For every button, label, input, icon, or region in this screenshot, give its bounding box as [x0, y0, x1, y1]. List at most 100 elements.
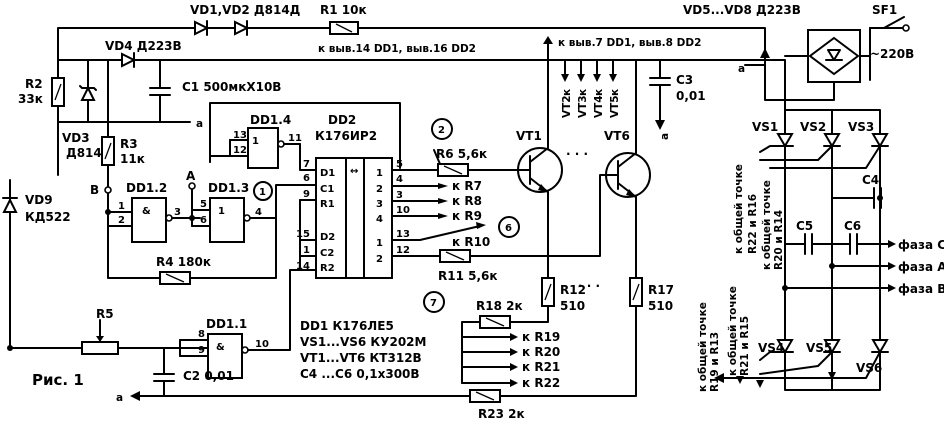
circled-markers: 1 2 6 7	[253, 118, 520, 313]
svg-text:R2: R2	[320, 263, 335, 274]
svg-text:1: 1	[376, 238, 383, 249]
phase-b-label: фаза B	[898, 282, 944, 296]
r12-resistor	[541, 277, 555, 321]
r6-resistor	[433, 149, 519, 177]
svg-text:VT4: VT4	[593, 95, 605, 118]
c3-capacitor	[649, 59, 671, 130]
svg-text:12: 12	[233, 145, 247, 156]
svg-text:13: 13	[233, 130, 247, 141]
r10-label: к R10	[452, 235, 490, 249]
gate-connection-notes: к общей точке R22 и R16 к общей точке R2…	[697, 164, 785, 392]
r3-value: 11к	[120, 152, 145, 166]
gnd-label-2: а	[116, 392, 123, 404]
r1-note: к выв.14 DD1, выв.16 DD2	[318, 43, 476, 55]
dd1-2-gate: & 1 2 3	[107, 197, 201, 243]
svg-text:6: 6	[200, 215, 207, 226]
svg-text:↔: ↔	[350, 166, 358, 177]
r2-resistor	[51, 77, 65, 107]
r21-label: к R21	[522, 360, 560, 374]
svg-text:R22 и R16: R22 и R16	[747, 194, 759, 254]
svg-text:3: 3	[396, 190, 403, 201]
svg-text:4: 4	[255, 207, 262, 218]
svg-text:10: 10	[255, 339, 269, 350]
svg-text:&: &	[142, 206, 151, 217]
vt1-transistor	[517, 141, 563, 279]
dd1-1-label: DD1.1	[206, 317, 247, 331]
svg-text:R20 и R14: R20 и R14	[773, 210, 785, 270]
r11-label: R11 5,6к	[438, 269, 498, 283]
junction-dot	[189, 215, 195, 221]
vd3-zener	[79, 59, 97, 123]
vs2-label: VS2	[800, 120, 826, 134]
vd4-diode	[121, 52, 137, 68]
vd4-label: VD4 Д223В	[105, 39, 182, 53]
r20-label: к R20	[522, 345, 560, 359]
svg-text:VT5: VT5	[609, 95, 621, 118]
svg-text:9: 9	[198, 345, 205, 356]
dd2-left-pins: D1 C1 R1 D2 C2 R2	[320, 168, 335, 274]
vd9-label: VD9	[25, 193, 53, 207]
r12-label: R12	[560, 283, 586, 297]
svg-text:5: 5	[396, 159, 403, 170]
svg-text:15: 15	[296, 229, 310, 240]
sf1-label: SF1	[872, 3, 897, 17]
dd2-label: DD2	[328, 113, 356, 127]
junction-dot	[7, 345, 13, 351]
r23-label: R23 2к	[478, 407, 525, 421]
r18-label: R18 2к	[476, 299, 523, 313]
collector-note: к выв.7 DD1, выв.8 DD2	[558, 37, 701, 49]
r3-label: R3	[120, 137, 138, 151]
c6-label: C6	[844, 219, 861, 233]
vs1-label: VS1	[752, 120, 778, 134]
r2-label: R2	[25, 77, 43, 91]
c3-label: C3	[676, 73, 693, 87]
vd1-vd2-label: VD1,VD2 Д814Д	[190, 3, 300, 17]
r19-label: к R19	[522, 330, 560, 344]
vs3-label: VS3	[848, 120, 874, 134]
vt6-transistor	[605, 141, 651, 279]
svg-text:3: 3	[174, 207, 181, 218]
parts-vt: VT1...VT6 КТ312В	[300, 351, 422, 365]
r9-label: к R9	[452, 209, 482, 223]
parts-c: C4 ...C6 0,1х300В	[300, 367, 420, 381]
dd2-outputs	[419, 183, 486, 241]
svg-text:6: 6	[303, 173, 310, 184]
svg-text:к: к	[593, 89, 605, 96]
vd3-label: VD3	[62, 131, 90, 145]
svg-text:1: 1	[259, 187, 266, 198]
parts-vs: VS1...VS6 КУ202М	[300, 335, 426, 349]
r7-label: к R7	[452, 179, 482, 193]
r4-label: R4 180к	[156, 255, 211, 269]
node-b-marker	[104, 186, 112, 194]
r2-value: 33к	[18, 92, 43, 106]
node-a-label: А	[186, 169, 196, 183]
svg-text:9: 9	[303, 189, 310, 200]
dd1-4-label: DD1.4	[250, 113, 291, 127]
c5-label: C5	[796, 219, 813, 233]
svg-text:4: 4	[376, 214, 383, 225]
vt6-label: VT6	[604, 129, 630, 143]
svg-text:R1: R1	[320, 199, 335, 210]
svg-text:к: к	[577, 89, 589, 96]
gnd-label-1: а	[738, 63, 745, 75]
gnd-label-c3: а	[659, 133, 671, 140]
phase-c-label: фаза C	[898, 238, 944, 252]
vt1-label: VT1	[516, 129, 542, 143]
vd9-diode	[2, 179, 18, 349]
sf1-switch	[869, 16, 910, 32]
vs6-label: VS6	[856, 361, 882, 375]
junction-dot	[105, 209, 111, 215]
svg-text:13: 13	[396, 229, 410, 240]
r12-value: 510	[560, 299, 585, 313]
svg-text:VT2: VT2	[561, 95, 573, 118]
collector-bus	[543, 36, 637, 143]
svg-text:&: &	[216, 342, 225, 353]
r4-resistor	[107, 217, 277, 285]
c1-capacitor	[149, 59, 171, 123]
dd2-right-pins: 1 2 3 4 1 2	[376, 168, 383, 265]
svg-text:1: 1	[118, 201, 125, 212]
dd1-3-gate: 1 5 6 4	[191, 184, 301, 243]
c2-capacitor	[153, 347, 175, 397]
r5-potentiometer	[9, 319, 209, 355]
